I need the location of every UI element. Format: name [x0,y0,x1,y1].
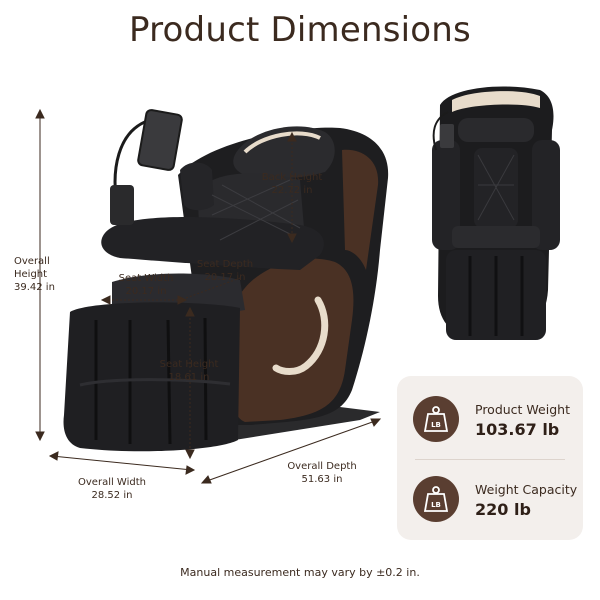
spec-product-weight: LB Product Weight 103.67 lb [413,396,579,456]
card-divider [415,459,565,460]
chair-leg-rest [63,302,241,452]
seat-height-label: Seat Height 18.61 in [159,359,219,383]
page-title: Product Dimensions [129,10,471,50]
overall-depth-label: Overall Depth 51.63 in [287,461,357,485]
controller [110,185,134,225]
overall-height-label: Overall Height 39.42 in [14,256,55,293]
back-height-label: Back Height 22.72 in [261,172,323,196]
seat-depth-label: Seat Depth 20.17 in [196,259,254,283]
tablet [137,109,183,171]
svg-text:LB: LB [431,421,441,429]
seat-width-label: Seat Width 20.17 in [118,273,174,297]
chair-headrest [233,126,335,179]
chair-base [218,402,380,442]
weight-icon: LB [413,396,459,442]
spec-weight-capacity: LB Weight Capacity 220 lb [413,476,579,536]
chair-front-view [432,86,560,340]
svg-text:LB: LB [431,501,441,509]
spec-name: Weight Capacity [475,482,578,497]
chair-light-arc [272,296,329,375]
overall-width-label: Overall Width 28.52 in [78,477,146,501]
chair-armrest [101,216,324,270]
specs-card: LB Product Weight 103.67 lb LB Weight Ca… [397,376,583,540]
measurement-note: Manual measurement may vary by ±0.2 in. [180,566,420,579]
chair-back-panel [342,149,379,270]
weight-icon: LB [413,476,459,522]
spec-value: 220 lb [475,500,531,519]
spec-value: 103.67 lb [475,420,560,439]
spec-name: Product Weight [475,402,570,417]
chair-side-panel [232,258,354,422]
